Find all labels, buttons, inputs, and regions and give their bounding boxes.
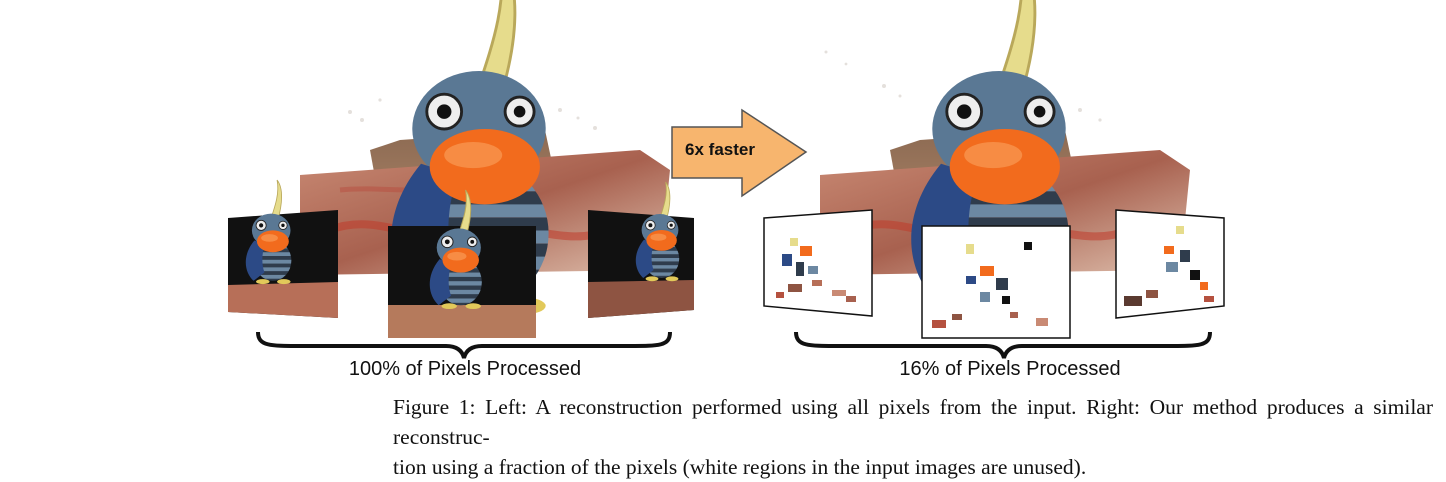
left-input-image-1 [228,179,338,318]
speedup-arrow [671,108,808,198]
left-panel-label: 100% of Pixels Processed [348,358,582,380]
right-input-image-3 [1115,209,1225,319]
caption-line-1: Figure 1: Left: A reconstruction perform… [393,395,1433,449]
right-panel-label: 16% of Pixels Processed [899,358,1121,380]
left-input-image-3 [588,181,694,318]
figure-caption: Figure 1: Left: A reconstruction perform… [393,392,1433,482]
right-input-images [763,209,1225,339]
figure-illustration [228,0,1225,359]
right-reconstruction [820,0,1190,317]
right-input-image-2 [921,225,1071,339]
caption-line-2: tion using a fraction of the pixels (whi… [393,455,1087,479]
right-input-image-1 [763,209,873,317]
right-brace [794,331,1212,359]
left-brace [256,331,672,359]
arrow-label: 6x faster [685,140,755,159]
left-input-image-2 [388,189,536,338]
left-input-images [228,179,694,338]
